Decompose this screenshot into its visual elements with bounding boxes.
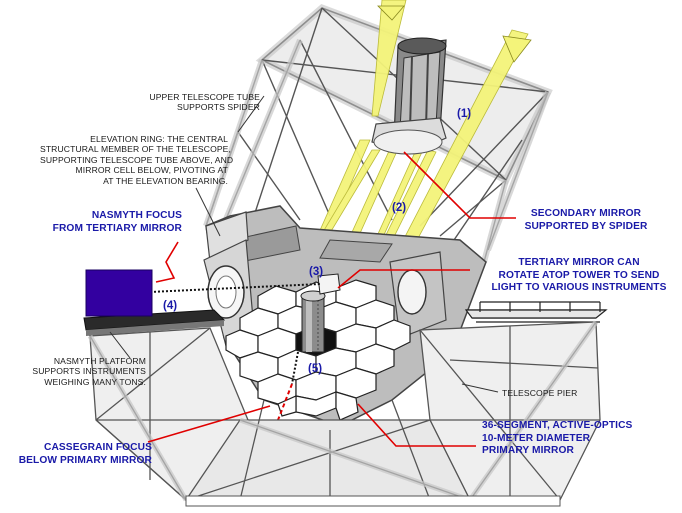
- callout-number-1: (1): [457, 108, 472, 120]
- callout-number-5: (5): [308, 363, 323, 375]
- leader-lines: [109, 95, 516, 447]
- secondary-mirror-assembly: [371, 37, 447, 155]
- callout-number-2: (2): [392, 202, 407, 214]
- elevation-ring-label: ELEVATION RING: THE CENTRAL STRUCTURAL M…: [40, 134, 234, 186]
- tertiary-tower: [300, 273, 341, 353]
- cassegrain-focus-label: CASSEGRAIN FOCUS BELOW PRIMARY MIRROR: [18, 442, 152, 466]
- callout-number-4: (4): [163, 300, 178, 312]
- light-arrows: [377, 5, 532, 63]
- tube-truss-shading: [203, 38, 551, 263]
- ground-base: [185, 495, 561, 507]
- dotted-light-paths: [149, 283, 321, 385]
- nasmyth-platform: [83, 309, 226, 336]
- upper-tube-label: UPPER TELESCOPE TUBE SUPPORTS SPIDER: [149, 92, 260, 113]
- nasmyth-platform-label: NASMYTH PLATFORM SUPPORTS INSTRUMENTS WE…: [32, 356, 146, 387]
- tertiary-mirror-label: TERTIARY MIRROR CAN ROTATE ATOP TOWER TO…: [491, 257, 667, 294]
- right-platform: [464, 301, 608, 323]
- nasmyth-instrument-box: [85, 269, 153, 317]
- telescope-pier-label: TELESCOPE PIER: [502, 388, 578, 398]
- nasmyth-focus-label: NASMYTH FOCUS FROM TERTIARY MIRROR: [52, 210, 182, 234]
- secondary-mirror-label: SECONDARY MIRROR SUPPORTED BY SPIDER: [524, 208, 648, 232]
- callout-number-3: (3): [309, 266, 324, 278]
- primary-mirror-label: 36-SEGMENT, ACTIVE-OPTICS 10-METER DIAME…: [482, 420, 633, 457]
- pier-truss-shading: [87, 320, 599, 503]
